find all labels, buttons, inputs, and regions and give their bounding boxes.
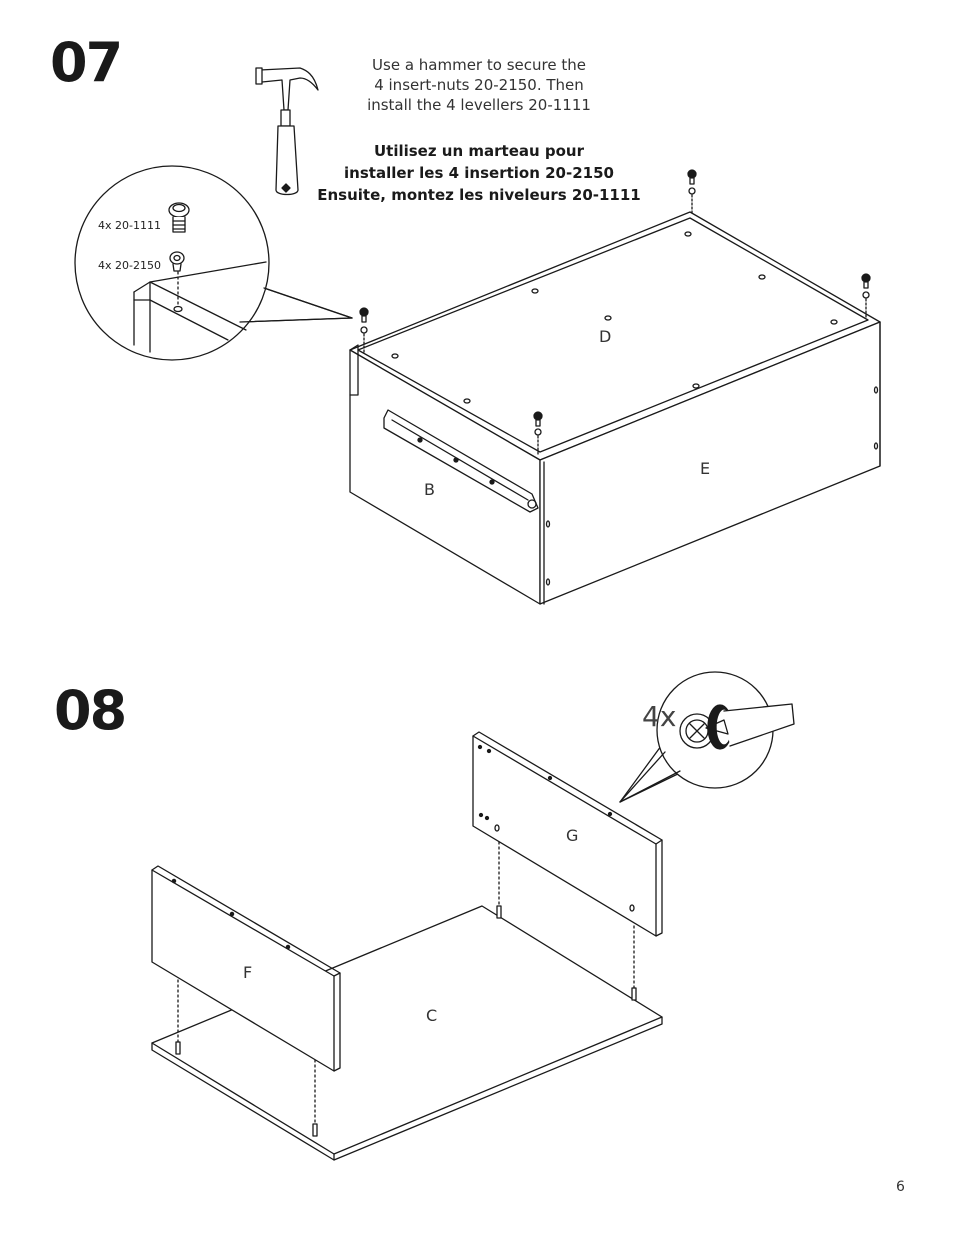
panel-label-d: D <box>599 327 611 346</box>
panel-label-c: C <box>426 1006 437 1025</box>
instruction-en-line: Use a hammer to secure the <box>372 56 586 74</box>
callout-part-leveller: 4x 20-1111 <box>98 219 161 232</box>
detail-callout: 4x 20-1111 4x 20-2150 <box>74 165 353 361</box>
instruction-french: Utilisez un marteau pour installer les 4… <box>300 140 658 206</box>
step-07-number: 07 <box>50 31 123 94</box>
leveller-icon <box>533 411 543 455</box>
screwdriver-icon <box>705 703 795 750</box>
base-panel-c: C <box>151 905 663 1161</box>
front-panel-f: F <box>151 865 341 1072</box>
hammer-icon <box>255 67 319 196</box>
leveller-icon <box>861 273 871 319</box>
dowel-icon <box>631 925 637 1001</box>
instruction-en-line: 4 insert-nuts 20-2150. Then <box>374 76 584 94</box>
leveller-icon <box>359 307 369 353</box>
back-panel-g: G <box>472 731 663 937</box>
callout-quantity: 4x <box>642 700 676 733</box>
panel-label-e: E <box>700 459 710 478</box>
leveller-icon <box>687 169 697 215</box>
callout-part-insert-nut: 4x 20-2150 <box>98 259 161 272</box>
panel-label-b: B <box>424 480 435 499</box>
page-number: 6 <box>896 1179 905 1195</box>
dowel-icon <box>175 979 181 1055</box>
cam-lock-callout: 4x <box>619 671 795 803</box>
instruction-fr-line: installer les 4 insertion 20-2150 <box>344 164 614 182</box>
panel-label-g: G <box>566 826 578 845</box>
instruction-fr-line: Ensuite, montez les niveleurs 20-1111 <box>317 186 641 204</box>
step-08-number: 08 <box>54 679 127 742</box>
cabinet-box: D E B <box>349 169 881 605</box>
instruction-english: Use a hammer to secure the 4 insert-nuts… <box>320 55 638 115</box>
dowel-icon <box>496 841 502 919</box>
instruction-fr-line: Utilisez un marteau pour <box>373 142 585 160</box>
dowel-icon <box>312 1059 318 1137</box>
instruction-en-line: install the 4 levellers 20-1111 <box>367 96 591 114</box>
panel-label-f: F <box>243 963 252 982</box>
